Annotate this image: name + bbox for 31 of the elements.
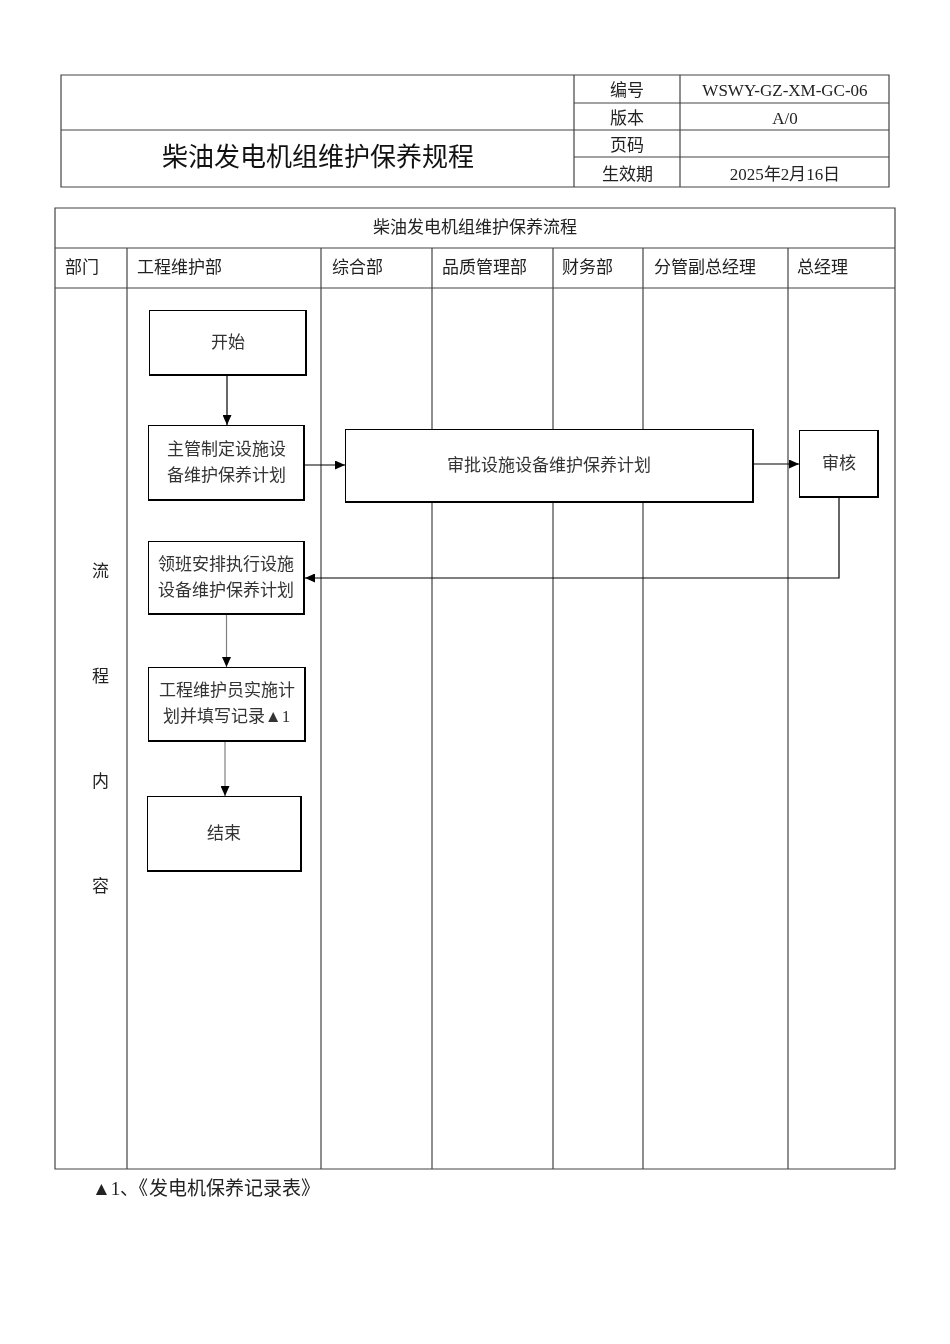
table-title: 柴油发电机组维护保养流程 [373, 217, 577, 239]
column-header: 工程维护部 [137, 257, 222, 279]
column-header: 财务部 [562, 257, 613, 279]
process-box: 领班安排执行设施设备维护保养计划 [148, 541, 305, 615]
process-box: 主管制定设施设备维护保养计划 [148, 425, 305, 501]
field-value: 2025年2月16日 [729, 164, 841, 186]
field-value: WSWY-GZ-XM-GC-06 [702, 80, 868, 102]
arrow [753, 459, 800, 469]
process-box: 工程维护员实施计划并填写记录▲1 [148, 667, 306, 742]
process-box: 审批设施设备维护保养计划 [345, 429, 754, 503]
document-title: 柴油发电机组维护保养规程 [162, 142, 474, 174]
arrow [220, 741, 230, 797]
column-header: 总经理 [797, 257, 848, 279]
arrow [304, 497, 840, 583]
arrow [222, 375, 232, 426]
column-header: 分管副总经理 [654, 257, 756, 279]
field-label: 版本 [610, 108, 644, 130]
arrow [304, 460, 346, 470]
footnote: ▲1、《发电机保养记录表》 [92, 1177, 321, 1201]
field-label: 生效期 [601, 164, 653, 186]
row-header: 流程内容 [88, 562, 109, 894]
field-value: A/0 [772, 108, 798, 130]
arrow [222, 614, 231, 668]
column-header: 综合部 [332, 257, 383, 279]
process-box: 审核 [799, 430, 879, 498]
field-label: 页码 [610, 135, 644, 157]
process-box: 结束 [147, 796, 302, 872]
field-label: 编号 [610, 80, 644, 102]
column-header: 部门 [65, 257, 99, 279]
column-header: 品质管理部 [442, 257, 527, 279]
process-box: 开始 [149, 310, 307, 376]
